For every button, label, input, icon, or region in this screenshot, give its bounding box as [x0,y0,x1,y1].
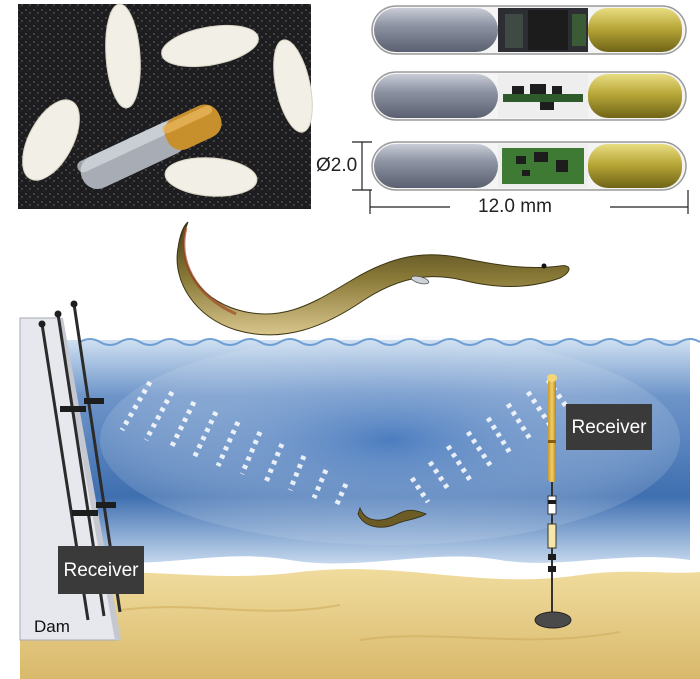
tag-board-view [371,141,687,191]
pole-caps [38,300,78,328]
rice-grain [22,3,313,197]
receiver-hydrophone [534,374,572,629]
pole-brackets [60,398,116,516]
riverbed [20,569,700,679]
implanted-tag [410,275,430,285]
anchor-weight [534,611,572,629]
rice-and-tag-photo [18,3,313,209]
tag-partial-cutaway [371,71,687,121]
photo-tag [77,104,222,189]
water [40,335,700,564]
eel [176,221,570,336]
water-surface [79,338,700,346]
dam-label: Dam [34,617,70,636]
receiver-label-left: Receiver [58,546,144,594]
receiver-label-right: Receiver [566,404,652,450]
acoustic-tag-cutaway [352,5,689,214]
small-eel [357,506,427,528]
tag-outer [371,5,687,55]
diameter-dimension [352,141,372,191]
diameter-label: Ø2.0 [316,155,358,176]
signal-beam-left [119,380,349,508]
length-label: 12.0 mm [478,196,552,217]
length-dimension [369,190,689,214]
